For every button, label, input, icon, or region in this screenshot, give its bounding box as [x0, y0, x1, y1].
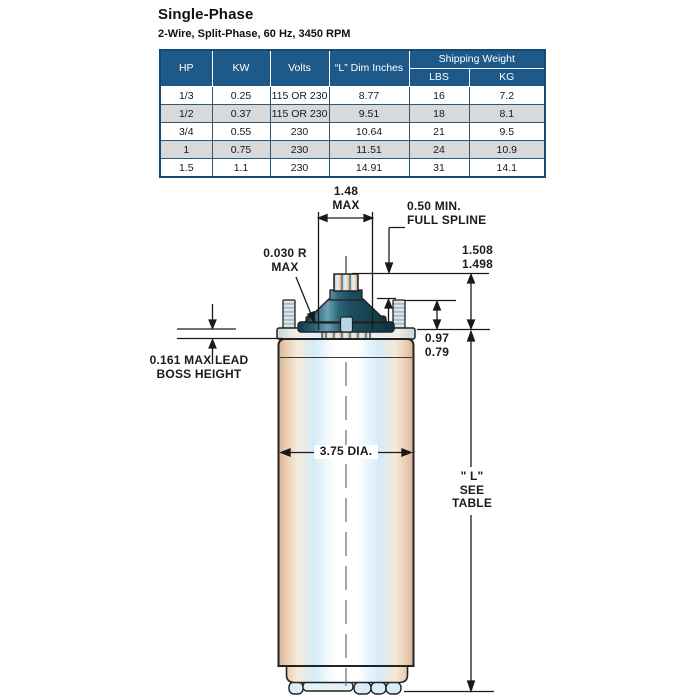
- dim-label-lead-boss-height: 0.161 MAX LEAD BOSS HEIGHT: [149, 353, 249, 381]
- table-cell: 10.64: [328, 122, 410, 141]
- dim-label-diameter: 3.75 DIA.: [314, 444, 378, 459]
- dim-label-radius-max: 0.030 R MAX: [263, 246, 307, 274]
- table-cell: 230: [269, 158, 330, 178]
- motor-illustration: [276, 256, 416, 695]
- table-cell: 18: [408, 104, 470, 123]
- dimension-lines: [177, 212, 494, 694]
- stud-right: [392, 299, 406, 331]
- col-header-hp: HP: [159, 49, 213, 87]
- table-cell: 31: [408, 158, 470, 178]
- table-cell: 1/2: [159, 104, 213, 123]
- table-cell: 0.37: [211, 104, 271, 123]
- page-title: Single-Phase: [158, 6, 254, 23]
- foot-bump: [353, 681, 372, 695]
- table-row: 1.5 1.1 230 14.91 31 14.1: [159, 158, 546, 178]
- table-row: 3/4 0.55 230 10.64 21 9.5: [159, 122, 546, 141]
- table-cell: 230: [269, 140, 330, 159]
- table-row: 1 0.75 230 11.51 24 10.9: [159, 140, 546, 159]
- table-cell: 1.5: [159, 158, 213, 178]
- table-cell: 16: [408, 86, 470, 105]
- dim-label-full-spline: 0.50 MIN. FULL SPLINE: [407, 199, 487, 227]
- table-cell: 1.1: [211, 158, 271, 178]
- table-cell: 3/4: [159, 122, 213, 141]
- page-subtitle: 2-Wire, Split-Phase, 60 Hz, 3450 RPM: [158, 28, 351, 40]
- table-cell: 8.77: [328, 86, 410, 105]
- table-cell: 115 OR 230: [269, 104, 330, 123]
- dim-label-shaft-extension: 1.508 1.498: [461, 243, 493, 271]
- col-header-lbs: LBS: [408, 68, 470, 87]
- base-step: [285, 665, 409, 684]
- splined-shaft: [333, 273, 359, 292]
- table-cell: 10.9: [468, 140, 546, 159]
- table-cell: 11.51: [328, 140, 410, 159]
- col-header-l-dim: “L” Dim Inches: [328, 49, 410, 87]
- col-header-volts: Volts: [269, 49, 330, 87]
- spec-table: HP KW Volts “L” Dim Inches Shipping Weig…: [159, 49, 546, 178]
- cone-key-tab: [339, 316, 354, 333]
- foot-bump: [288, 681, 304, 695]
- table-cell: 1: [159, 140, 213, 159]
- foot-bump: [370, 681, 387, 695]
- stud-left: [282, 299, 296, 331]
- dim-label-length-see-table: " L" SEE TABLE: [446, 469, 498, 511]
- table-cell: 0.75: [211, 140, 271, 159]
- table-cell: 14.1: [468, 158, 546, 178]
- table-row: 1/3 0.25 115 OR 230 8.77 16 7.2: [159, 86, 546, 105]
- table-subheader-row: LBS KG: [160, 68, 546, 87]
- dim-label-shaft-width: 1.48 MAX: [332, 184, 360, 212]
- table-cell: 115 OR 230: [269, 86, 330, 105]
- table-row: 1/2 0.37 115 OR 230 9.51 18 8.1: [159, 104, 546, 123]
- dim-label-stud-height: 0.97 0.79: [424, 331, 450, 359]
- table-cell: 1/3: [159, 86, 213, 105]
- table-cell: 8.1: [468, 104, 546, 123]
- col-header-kw: KW: [211, 49, 271, 87]
- foot-bump: [385, 681, 402, 695]
- table-cell: 0.25: [211, 86, 271, 105]
